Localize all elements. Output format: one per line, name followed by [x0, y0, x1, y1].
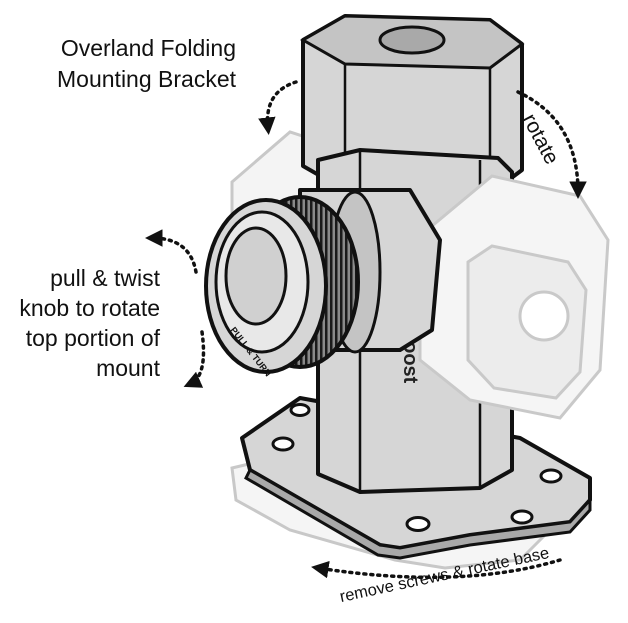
knob-instruction-line-2: knob to rotate: [19, 295, 160, 321]
product-title: Overland Folding Mounting Bracket: [57, 33, 236, 95]
screw-hole: [510, 509, 534, 525]
screw-hole: [539, 468, 563, 484]
title-line-1: Overland Folding: [60, 35, 236, 61]
screw-hole: [271, 436, 295, 452]
arrow-knob-up-icon: [145, 229, 198, 274]
arrow-base-icon: [311, 558, 562, 580]
knob-instruction-line-4: mount: [96, 355, 160, 381]
arrow-rotate-top-icon: [258, 80, 298, 135]
knob-instruction-line-3: top portion of: [25, 325, 160, 351]
adjustment-knob: [204, 195, 360, 374]
arrow-rotate-right-icon: [516, 90, 587, 199]
knob-instruction-line-1: pull & twist: [50, 265, 160, 291]
title-line-2: Mounting Bracket: [57, 66, 236, 92]
arrow-knob-down-icon: [183, 330, 206, 388]
ghost-top-block-right: [418, 174, 610, 420]
screw-hole: [405, 516, 431, 532]
knob-instruction: pull & twist knob to rotate top portion …: [19, 263, 160, 383]
screw-hole: [289, 403, 311, 417]
